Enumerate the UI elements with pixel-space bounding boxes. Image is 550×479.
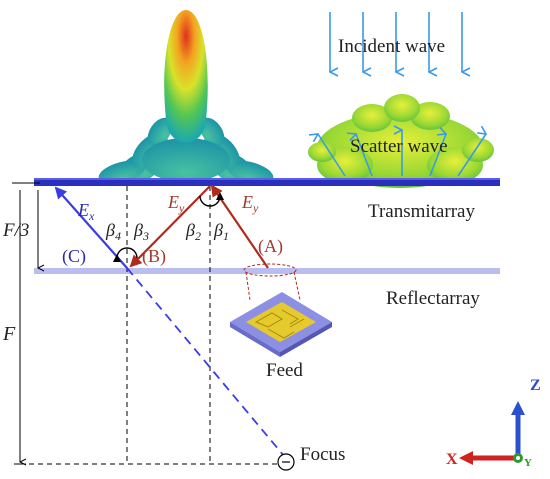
f-label: F — [2, 323, 16, 345]
beta2-label: β2 — [185, 220, 201, 243]
scatter-wave-label: Scatter wave — [350, 136, 448, 157]
f-over-3-label: F/3 — [2, 220, 29, 241]
ey-left-label: Ey — [167, 192, 185, 215]
incident-wave-arrows — [330, 12, 462, 72]
incident-wave-label: Incident wave — [338, 36, 445, 57]
feed-label: Feed — [266, 360, 303, 381]
ey-right-label: Ey — [241, 192, 259, 215]
focus-point — [277, 453, 295, 471]
ex-label: Ex — [77, 200, 95, 223]
beta4-label: β4 — [105, 220, 121, 243]
coordinate-axes — [459, 401, 525, 465]
dimension-lines — [12, 182, 40, 464]
focus-label: Focus — [300, 444, 345, 465]
beta1-label: β1 — [213, 220, 229, 243]
normal-lines — [20, 186, 282, 465]
path-a-label: (A) — [258, 236, 283, 257]
path-c-label: (C) — [62, 246, 86, 267]
transmitarray-label: Transmitarray — [368, 201, 475, 222]
axis-y-label: Y — [524, 457, 532, 469]
beta3-label: β3 — [133, 220, 149, 243]
rotation-marks — [112, 192, 224, 263]
axis-z-label: Z — [530, 377, 541, 394]
axis-x-label: X — [446, 451, 458, 468]
transmitted-beam-pattern — [98, 10, 274, 186]
feed-antenna — [230, 263, 332, 357]
scatter-wave-arrows — [318, 130, 486, 177]
reflectarray-label: Reflectarray — [386, 288, 480, 309]
transmitarray-plate — [34, 180, 500, 186]
reflectarray-plate — [34, 268, 500, 274]
path-b-label: (B) — [142, 246, 166, 267]
